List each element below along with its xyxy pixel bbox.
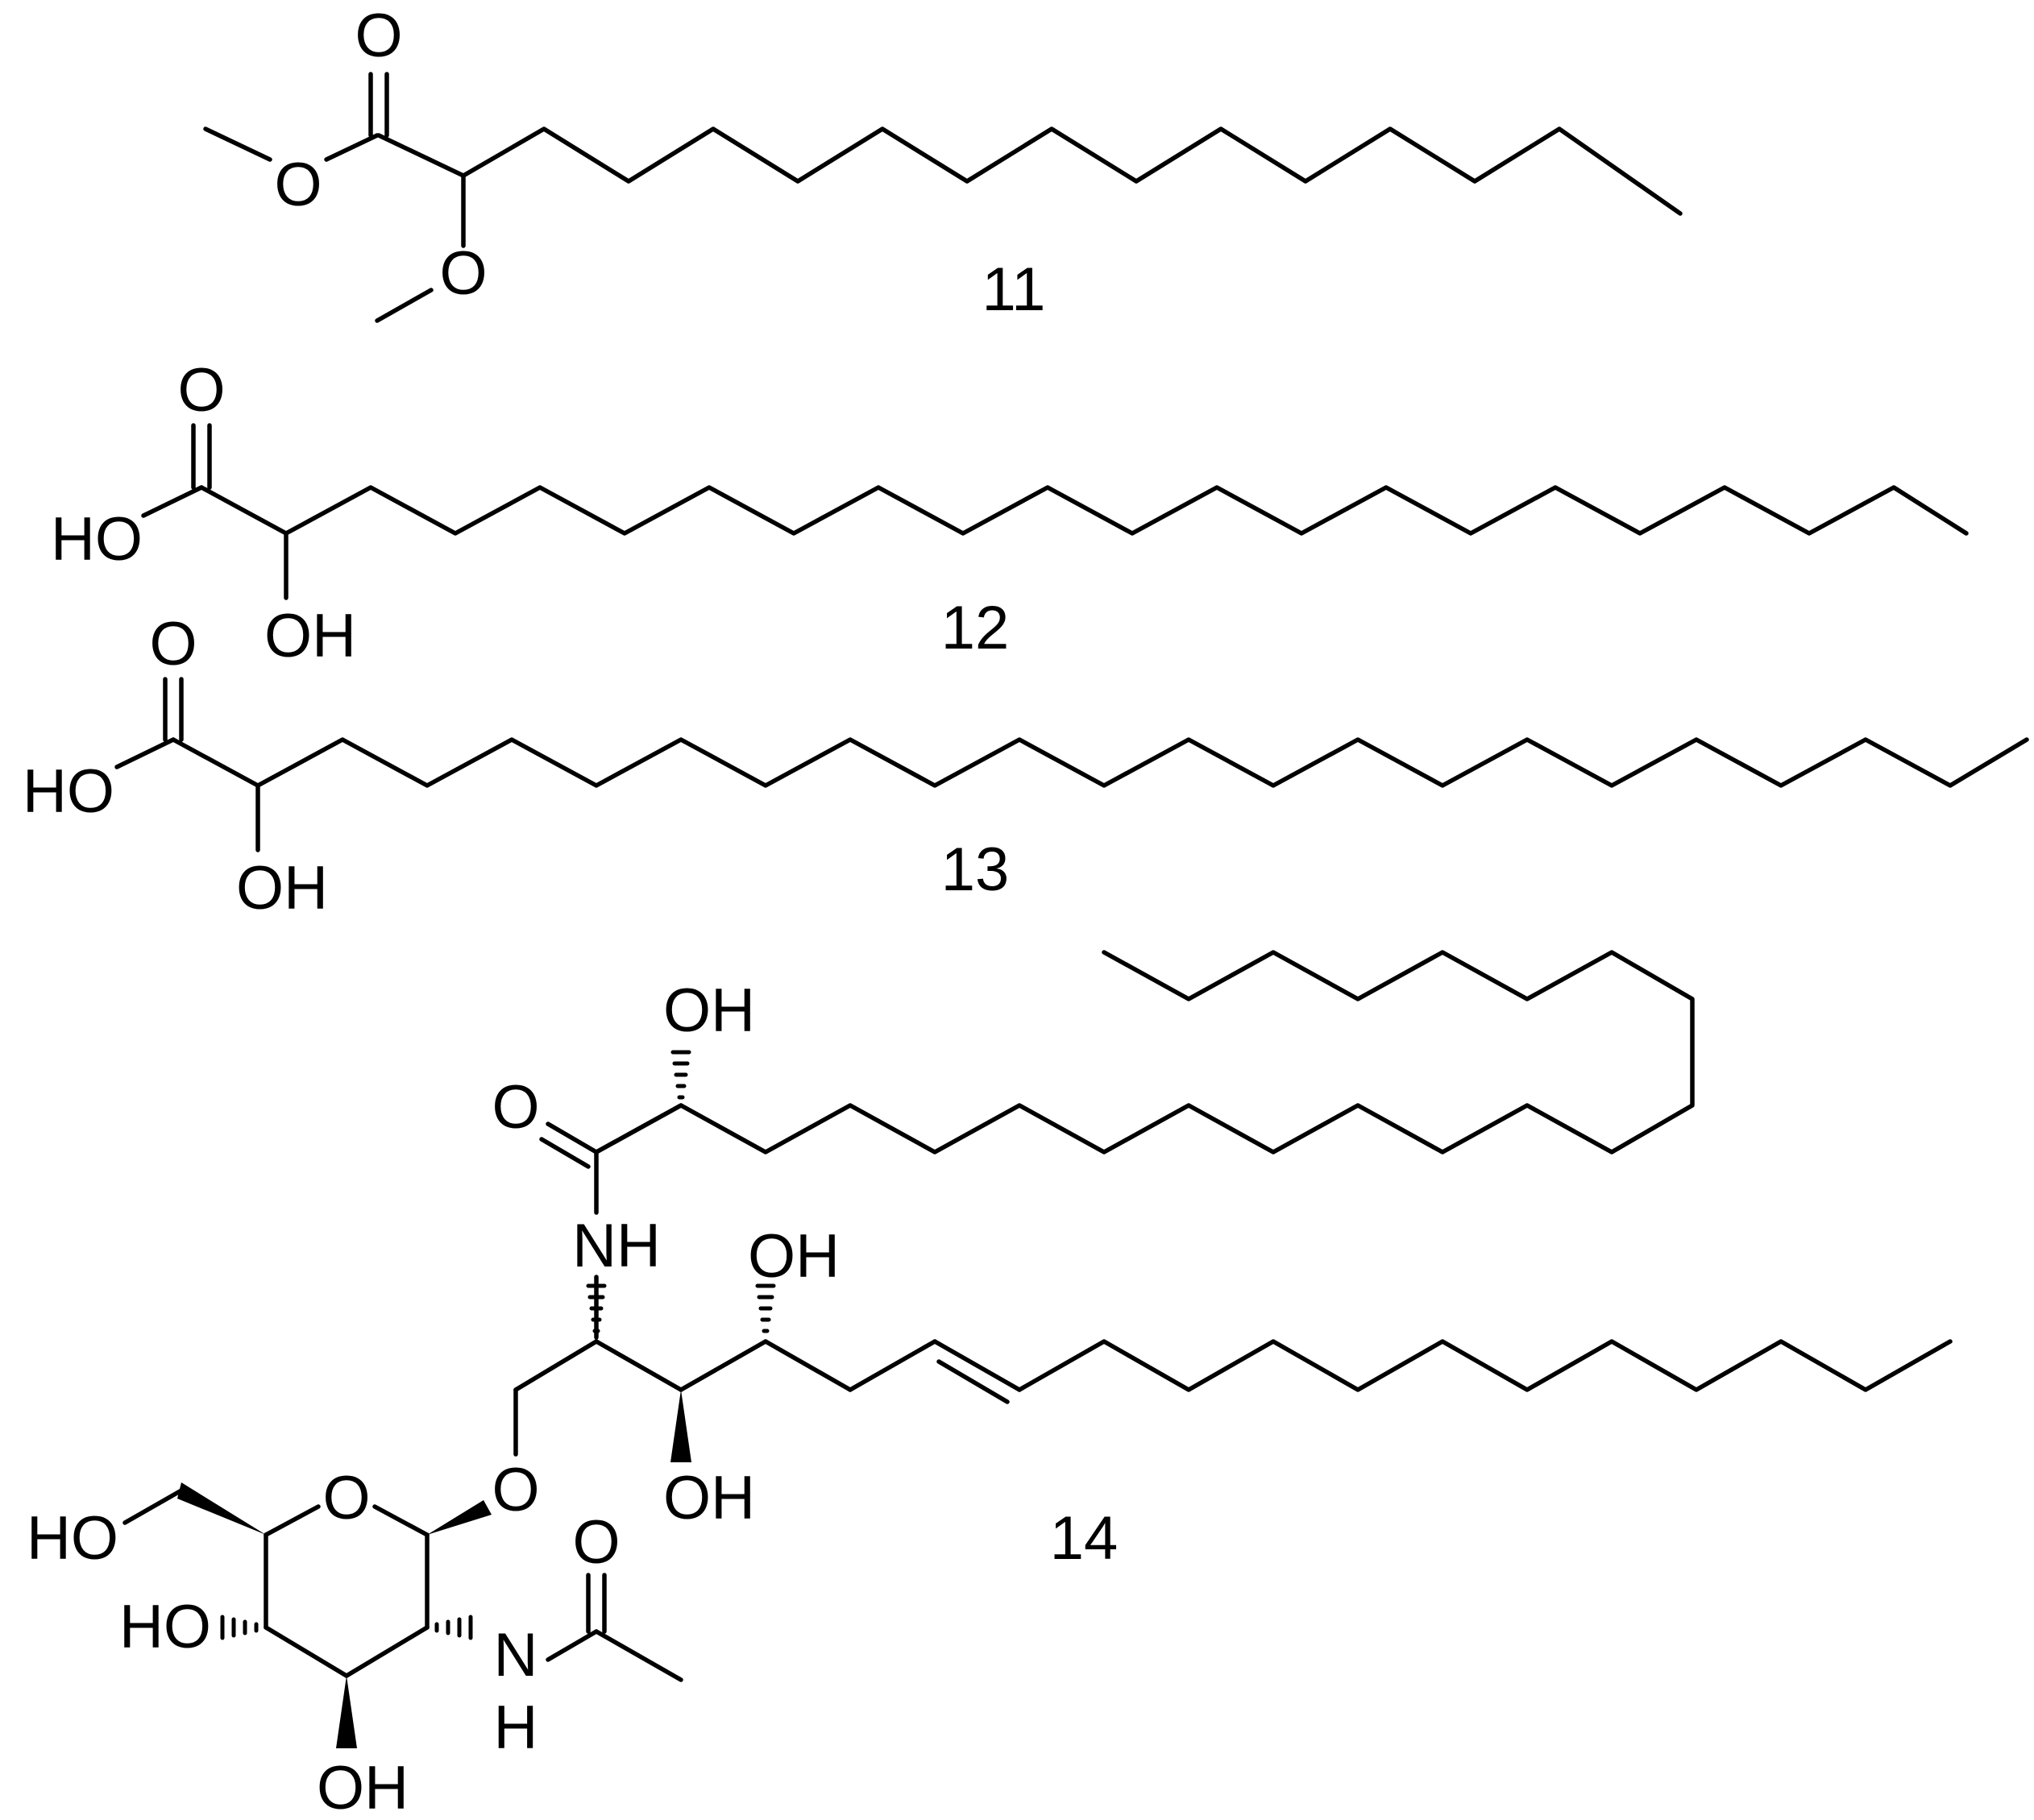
- compound-11-bonds: [203, 72, 1683, 323]
- compound-13: O HO OH 13: [23, 610, 2029, 922]
- compound-12-bonds: [141, 423, 1969, 600]
- compound-12-atom-carbonyl-o: O: [177, 356, 225, 425]
- compound-14-atom-c4-oh: OH: [748, 1222, 840, 1291]
- compound-14-sugar-bonds: [122, 1488, 683, 1682]
- compound-12-label: 12: [941, 594, 1010, 662]
- compound-14-wedge-c3-oh: [670, 1390, 691, 1462]
- compound-14: OH O NH OH OH O HO O O HO OH N H 14: [27, 950, 1953, 1820]
- compound-14-wedge-c3-oh-sugar: [336, 1676, 357, 1748]
- compound-14-hash-c2-nh-sugar: [434, 1615, 473, 1640]
- compound-14-wedge-c5-c6: [177, 1482, 266, 1535]
- compound-11-atom-carbonyl-o: O: [355, 2, 402, 70]
- compound-14-atom-c6-ho: HO: [27, 1504, 118, 1573]
- compound-14-label: 14: [1050, 1504, 1119, 1573]
- compound-14-atom-acetyl-o: O: [572, 1508, 620, 1577]
- compound-14-hash-c2-nh: [586, 1283, 607, 1333]
- compound-11-atom-ester-o: O: [274, 151, 322, 219]
- compound-14-atom-ring-o: O: [322, 1464, 370, 1532]
- compound-14-wedge-c1-o: [427, 1500, 492, 1535]
- compound-14-atom-glycosidic-o: O: [492, 1456, 539, 1524]
- compound-13-atom-alpha-oh: OH: [236, 854, 328, 922]
- compound-12: O HO OH 12: [51, 356, 1969, 670]
- compound-14-atom-c4-ho-sugar: HO: [119, 1593, 211, 1661]
- compound-14-atom-acetamide-h: H: [494, 1694, 538, 1762]
- compound-14-atom-alpha-oh: OH: [663, 976, 755, 1045]
- compound-14-backbone-bonds: [513, 1339, 1953, 1457]
- compound-11-label: 11: [982, 255, 1046, 324]
- compound-13-atom-acid-ho: HO: [23, 757, 114, 826]
- compound-14-atom-c3-oh-sugar: OH: [317, 1754, 409, 1820]
- compound-14-atom-c3-oh: OH: [663, 1464, 755, 1532]
- compound-12-atom-alpha-oh: OH: [264, 602, 356, 670]
- compound-13-atom-carbonyl-o: O: [149, 610, 197, 678]
- compound-12-atom-acid-ho: HO: [51, 505, 143, 574]
- compound-13-label: 13: [941, 835, 1010, 904]
- compound-14-hash-c4-oh: [755, 1283, 776, 1333]
- compound-11: O O O 11: [203, 2, 1683, 324]
- compound-14-atom-amide-o: O: [492, 1073, 539, 1142]
- compound-14-atom-amide-nh: NH: [572, 1212, 661, 1280]
- compound-14-hash-alpha-oh: [670, 1050, 691, 1100]
- compound-11-atom-methoxy-o: O: [439, 239, 487, 308]
- compound-14-atom-acetamide-n: N: [494, 1621, 538, 1689]
- compound-14-hash-c4-oh-sugar: [220, 1615, 259, 1640]
- compound-13-bonds: [114, 677, 2029, 852]
